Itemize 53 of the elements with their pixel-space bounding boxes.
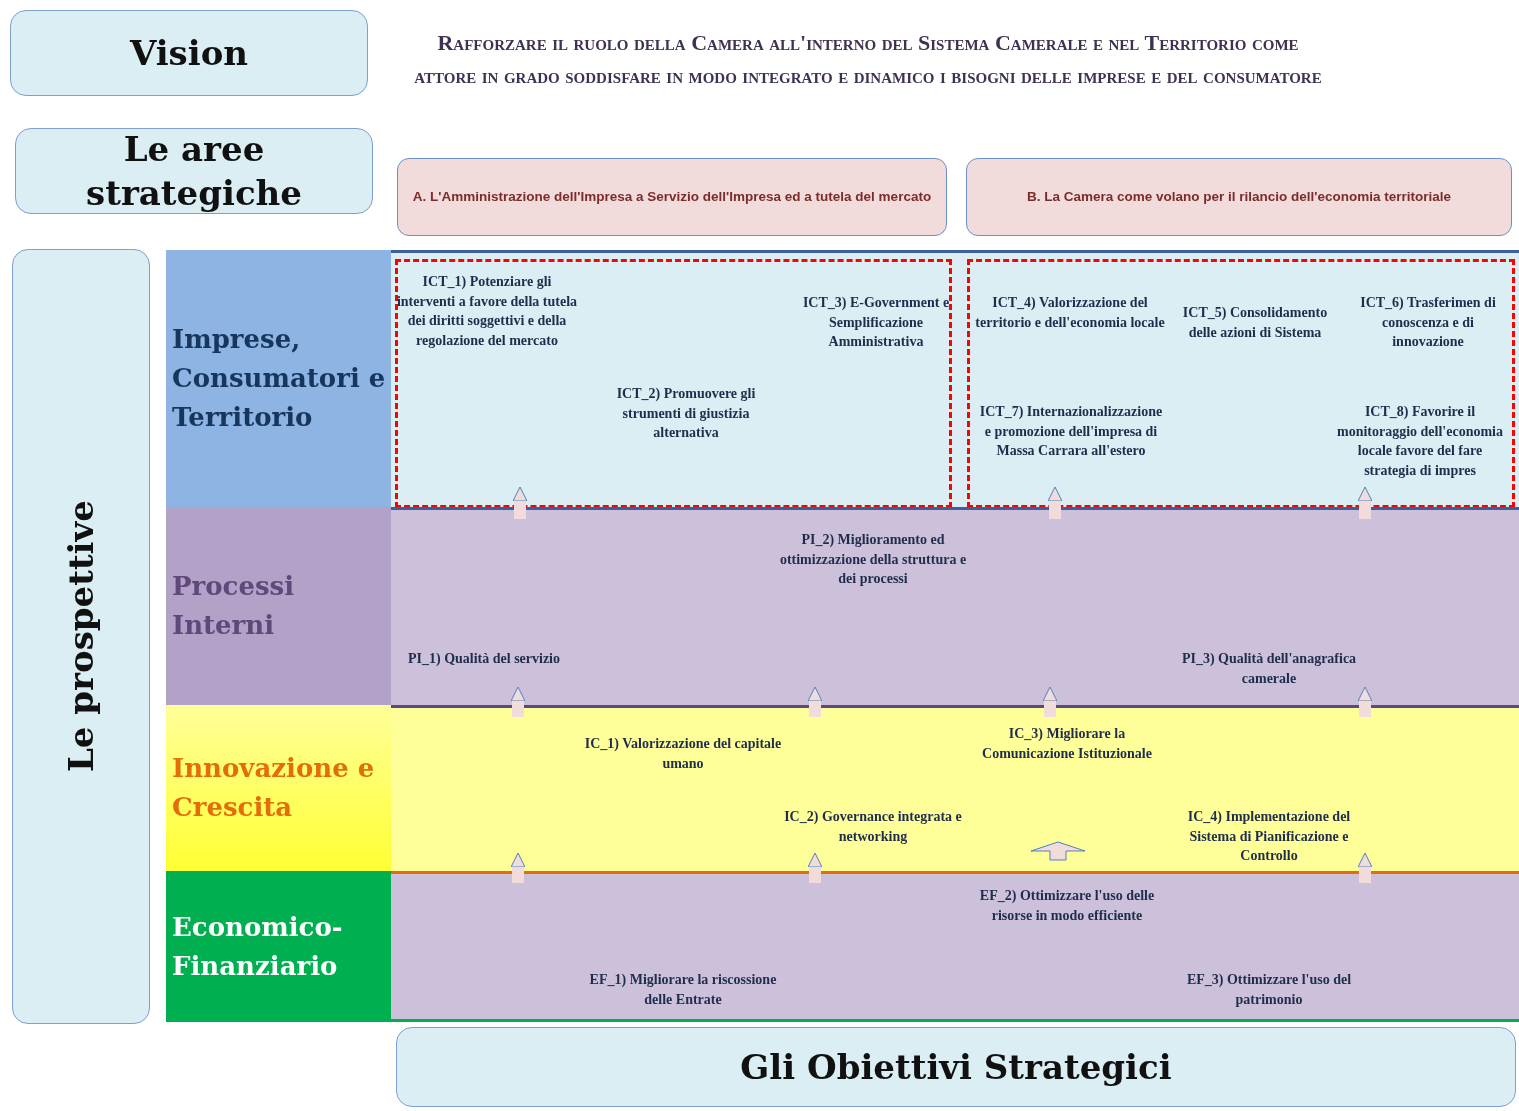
objective-text: EF_1) Migliorare la riscossione delle Entrate xyxy=(588,971,778,1009)
objective-text: ICT_6) Trasferimen di conoscenza e di innovazione xyxy=(1359,294,1497,351)
objective-text: IC_1) Valorizzazione del capitale umano xyxy=(583,735,783,773)
heading-box xyxy=(15,128,373,214)
heading-text: Gli Obiettivi Strategici xyxy=(740,1045,1172,1089)
heading-text: Le aree strategiche xyxy=(85,127,303,215)
row-header xyxy=(166,507,391,705)
row-title: Processi Interni xyxy=(172,570,296,642)
arrow xyxy=(807,852,823,883)
row-header xyxy=(166,250,391,507)
objective-text: IC_2) Governance integrata e networking xyxy=(783,808,963,846)
arrow xyxy=(1047,486,1063,519)
objective-text: EF_2) Ottimizzare l'uso delle risorse in modo efficiente xyxy=(978,887,1156,925)
heading-box xyxy=(12,249,150,1024)
objective-text: ICT_8) Favorire il monitoraggio dell'economia locale favore del fare strategia di impres xyxy=(1335,403,1504,480)
objective-text: ICT_7) Internazionalizzazione e promozione dell'impresa di Massa Carrara all'estero xyxy=(978,403,1164,460)
row-title: Imprese, Consumatori e Territorio xyxy=(172,323,387,434)
footer-box xyxy=(396,1027,1516,1107)
objective-text: ICT_4) Valorizzazione del territorio e dell'economia locale xyxy=(975,294,1165,332)
objectives-band xyxy=(391,705,1519,871)
arrow xyxy=(1357,852,1373,883)
objective-text: EF_3) Ottimizzare l'uso del patrimonio xyxy=(1185,971,1353,1009)
objective-text: ICT_1) Potenziare gli interventi a favore della tutela dei diritti soggettivi e della regolazione del mercato xyxy=(395,273,579,350)
objectives-band xyxy=(391,507,1519,705)
objective-text: ICT_5) Consolidamento delle azioni di Sistema xyxy=(1181,304,1329,342)
objective-text: IC_4) Implementazione del Sistema di Pianificazione e Controllo xyxy=(1186,808,1352,865)
arrow xyxy=(1042,686,1058,717)
objective-text: IC_3) Migliorare la Comunicazione Istituzionale xyxy=(981,725,1153,763)
objective-text: PI_1) Qualità del servizio xyxy=(406,650,561,668)
objective-text: PI_2) Miglioramento ed ottimizzazione della struttura e dei processi xyxy=(778,531,968,588)
objectives-band xyxy=(391,871,1519,1022)
arrow xyxy=(512,486,528,519)
row-title: Innovazione e Crescita xyxy=(172,752,376,824)
area-box xyxy=(397,158,947,236)
objectives-band xyxy=(391,250,1519,507)
area-title: A. L'Amministrazione dell'Impresa a Servizio dell'Impresa ed a tutela del mercato xyxy=(412,188,932,206)
arrow xyxy=(510,686,526,717)
vision-statement: Rafforzare il ruolo della Camera all'interno del Sistema Camerale e nel Territorio come attore in grado soddisfare in modo integrato e dinamico i bisogni delle imprese e del consumatore xyxy=(413,29,1323,90)
heading-text: Vision xyxy=(129,31,249,75)
arrow xyxy=(1357,686,1373,717)
arrow xyxy=(1357,486,1373,519)
area-title: B. La Camera come volano per il rilancio dell'economia territoriale xyxy=(1026,188,1452,206)
row-header xyxy=(166,705,391,871)
objective-text: ICT_3) E-Government e Semplificazione Amministrativa xyxy=(801,294,951,351)
heading-text: Le prospettive xyxy=(59,500,102,773)
vision-box xyxy=(10,10,368,96)
arrow xyxy=(807,686,823,717)
arrow xyxy=(510,852,526,883)
row-header xyxy=(166,871,391,1022)
area-box xyxy=(966,158,1512,236)
objective-text: ICT_2) Promuovere gli strumenti di giustizia alternativa xyxy=(615,385,757,442)
row-title: Economico-Finanziario xyxy=(172,910,344,983)
objective-text: PI_3) Qualità dell'anagrafica camerale xyxy=(1180,650,1358,688)
